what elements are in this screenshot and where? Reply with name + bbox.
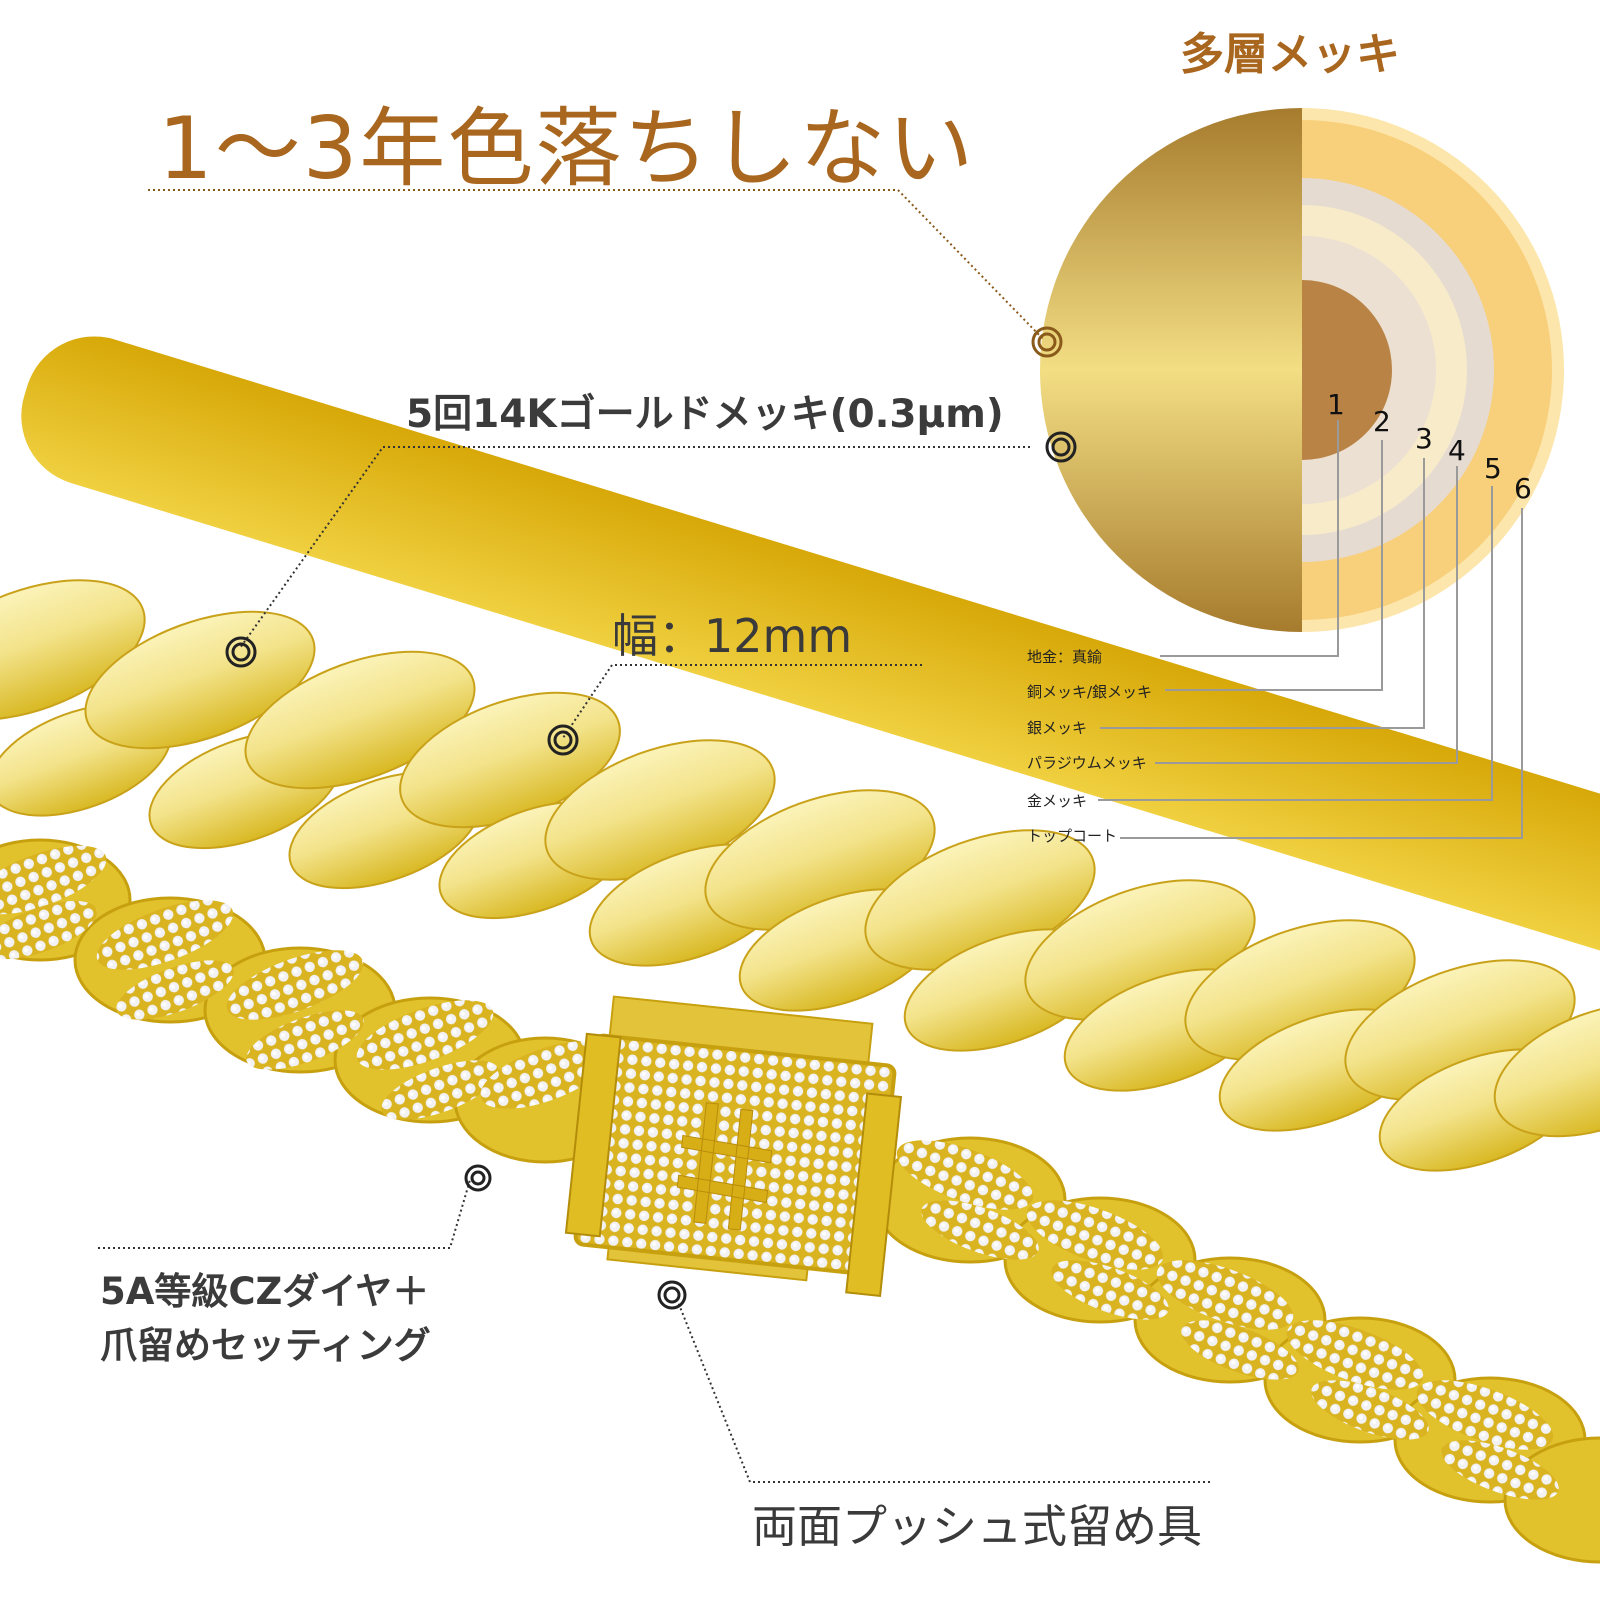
legend-layer-3: 銀メッキ [1027, 719, 1088, 737]
layer-number-1: 1 [1327, 388, 1345, 421]
plain-cuban-chain [21, 336, 1600, 1001]
box-clasp [564, 995, 903, 1298]
legend-layer-2: 銅メッキ/銀メッキ [1027, 683, 1153, 701]
callout-markers [225, 326, 1077, 1310]
layer-number-5: 5 [1484, 452, 1502, 485]
layer-number-3: 3 [1415, 422, 1433, 455]
cz-spec-line1: 5A等級CZダイヤ＋ [100, 1270, 430, 1313]
layer-number-4: 4 [1448, 434, 1466, 467]
layer-diagram-title: 多層メッキ [1180, 29, 1400, 80]
legend-layer-6: トップコート [1027, 827, 1118, 845]
cz-spec-line2: 爪留めセッティング [100, 1324, 431, 1367]
headline: 1～3年色落ちしない [158, 99, 976, 199]
plating-spec: 5回14Kゴールドメッキ(0.3µm) [406, 392, 1004, 437]
legend-layer-1: 地金：真鍮 [1027, 648, 1103, 666]
layer-number-6: 6 [1514, 472, 1532, 505]
cz-setting-spec: 5A等級CZダイヤ＋ 爪留めセッティング [100, 1265, 431, 1373]
legend-layer-4: パラジウムメッキ [1027, 754, 1147, 772]
width-spec: 幅：12mm [612, 609, 853, 663]
plating-layer-diagram [1040, 108, 1564, 839]
iced-cuban-chain [0, 838, 1600, 1564]
layer-number-2: 2 [1373, 405, 1391, 438]
clasp-spec: 両面プッシュ式留め具 [752, 1500, 1203, 1553]
legend-layer-5: 金メッキ [1027, 792, 1088, 810]
